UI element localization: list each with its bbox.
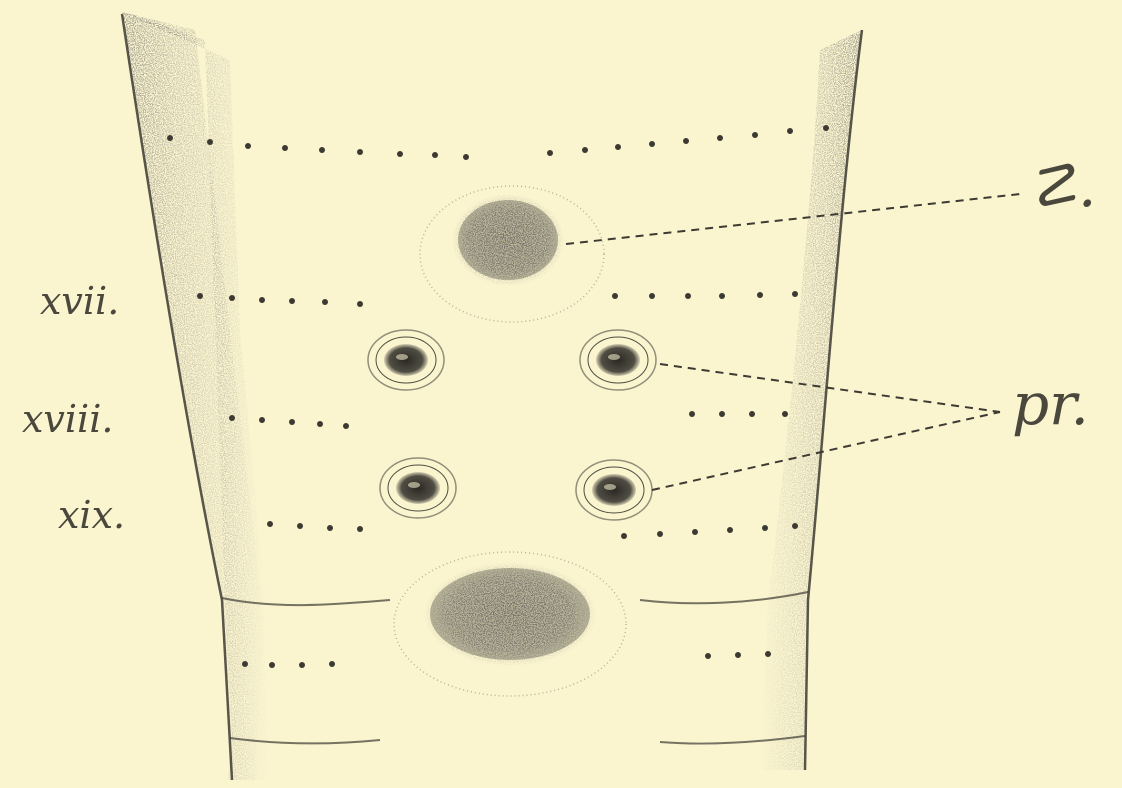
setae-row-xviii — [229, 411, 788, 429]
label-callout-pr: pr. — [1012, 370, 1089, 438]
pore-pairs — [368, 330, 656, 520]
pore-xvii-right — [580, 330, 656, 390]
label-segment-xvii: xvii. — [40, 279, 119, 323]
pore-xix-right — [576, 460, 652, 520]
setae-row-xvii — [197, 291, 798, 307]
glandular-area-upper — [420, 186, 604, 322]
label-segment-xviii: xviii. — [22, 397, 113, 441]
furrow-lower — [230, 736, 805, 744]
pore-xvii-left — [368, 330, 444, 390]
setae-row-top — [167, 125, 829, 160]
setae-row-xix — [267, 521, 798, 539]
label-callout-x: ☡. — [1026, 152, 1096, 220]
pore-xix-left — [380, 458, 456, 518]
glandular-area-lower — [394, 552, 626, 696]
label-segment-xix: xix. — [58, 493, 125, 537]
leader-pr-lower — [652, 412, 1000, 490]
body-right-flank — [760, 30, 862, 770]
leader-pr-upper — [660, 364, 1000, 412]
leader-x — [566, 194, 1020, 244]
